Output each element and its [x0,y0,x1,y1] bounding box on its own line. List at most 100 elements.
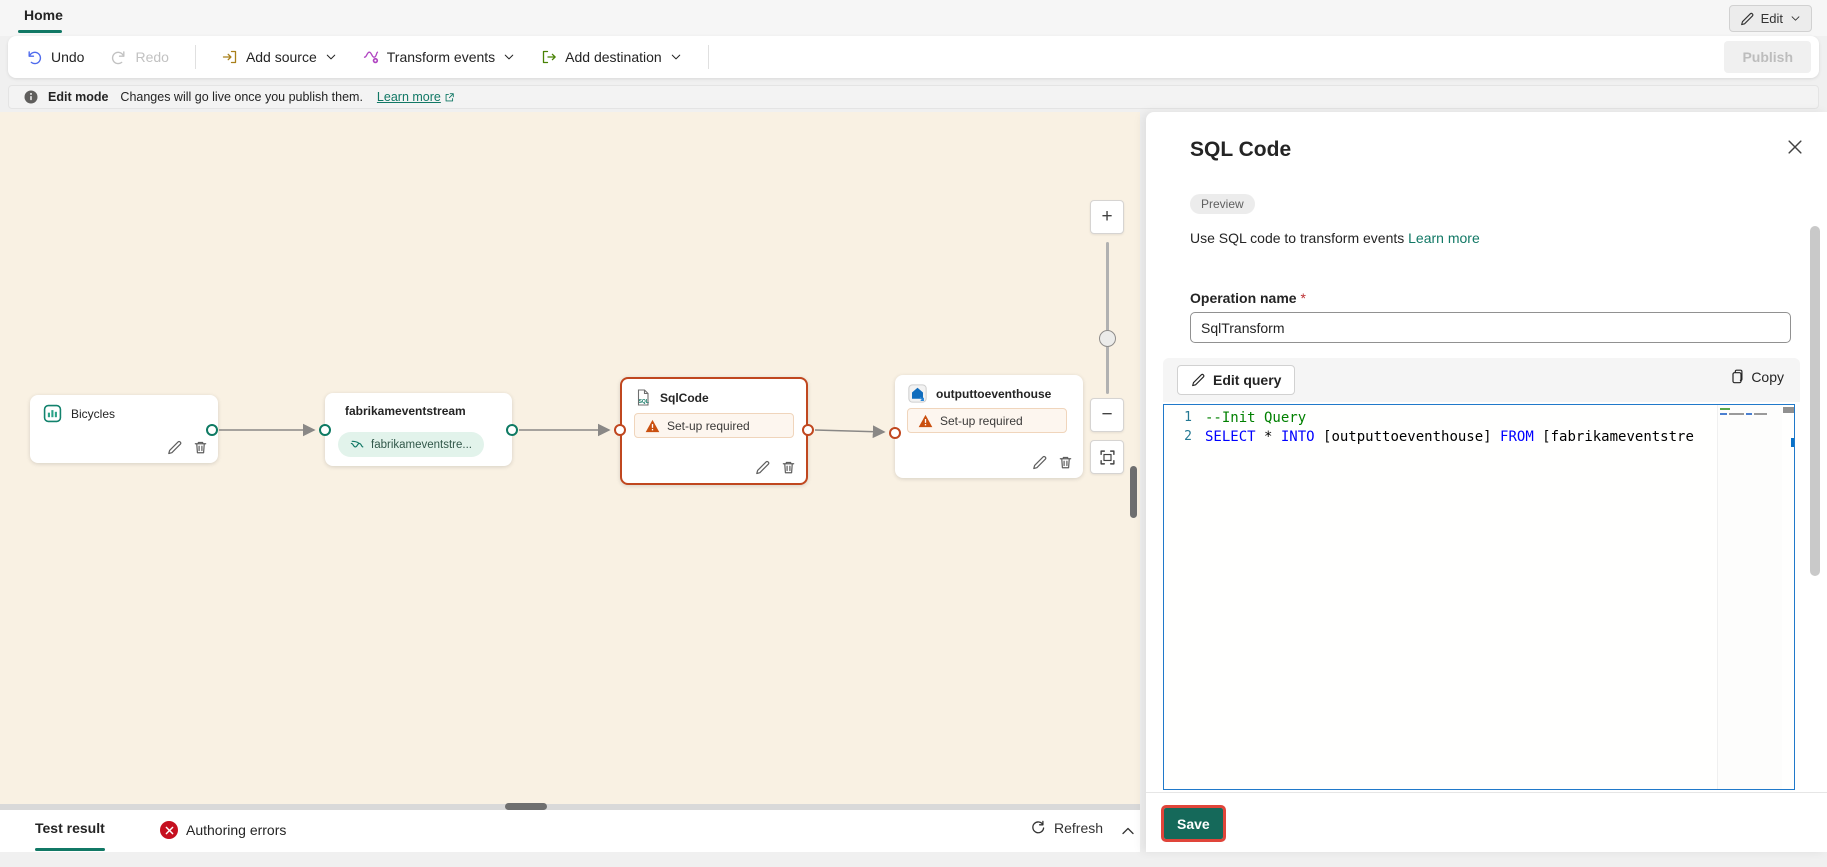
edit-node-icon[interactable] [755,460,770,475]
fit-to-screen-button[interactable] [1090,440,1124,474]
chevron-down-icon [325,51,337,63]
undo-icon [26,49,43,66]
add-source-icon [222,49,238,65]
pencil-icon [1191,373,1205,387]
edit-mode-banner: Edit mode Changes will go live once you … [8,85,1819,109]
setup-required-badge: Set-up required [907,408,1067,433]
fit-to-screen-icon [1099,449,1116,466]
save-button[interactable]: Save [1161,805,1226,842]
query-toolbar: Edit query Copy [1163,358,1800,402]
panel-scrollbar-thumb[interactable] [1810,226,1820,576]
line-number: 1 [1184,410,1192,425]
close-panel-icon[interactable] [1786,138,1804,156]
edit-mode-button[interactable]: Edit [1728,5,1812,32]
canvas-hscroll-track[interactable] [0,804,1140,810]
transform-events-icon [363,49,379,65]
toolbar-divider [707,45,709,69]
node-bicycles[interactable]: Bicycles [30,395,218,463]
learn-more-label: Learn more [376,90,441,104]
redo-label: Redo [135,49,169,65]
error-badge-icon [160,821,178,839]
add-source-button[interactable]: Add source [222,49,337,65]
edit-query-button[interactable]: Edit query [1177,365,1296,395]
add-destination-button[interactable]: Add destination [541,49,682,65]
tab-authoring-errors[interactable]: Authoring errors [186,822,287,838]
canvas-hscroll-thumb[interactable] [505,803,547,810]
port-eventstream-input[interactable] [319,424,331,436]
bar-chart-icon [43,404,62,423]
undo-label: Undo [51,49,85,65]
delete-node-icon[interactable] [1058,455,1073,470]
add-destination-icon [541,49,557,65]
port-sqlcode-output[interactable] [802,424,814,436]
zoom-slider-track[interactable] [1106,242,1109,394]
test-result-underline [35,848,105,851]
operation-name-input[interactable] [1190,312,1791,343]
redo-button[interactable]: Redo [110,49,169,66]
banner-message: Changes will go live once you publish th… [120,90,363,104]
node-outputtoeventhouse[interactable]: outputtoeventhouse Set-up required [895,375,1083,478]
zoom-slider-handle[interactable] [1099,330,1116,347]
zoom-out-button[interactable]: − [1090,398,1124,432]
code-line: --Init Query [1205,409,1307,426]
node-label: fabrikameventstream [345,404,466,418]
edit-query-label: Edit query [1213,372,1282,388]
copy-button[interactable]: Copy [1729,368,1784,385]
ribbon-toolbar: Undo Redo Add source Transform events Ad… [8,36,1819,78]
preview-badge: Preview [1190,194,1255,214]
sql-code-editor[interactable]: 1 --Init Query 2 SELECT * INTO [outputto… [1163,404,1795,790]
transform-events-button[interactable]: Transform events [363,49,515,65]
port-eventstream-output[interactable] [506,424,518,436]
description-text: Use SQL code to transform events [1190,230,1405,246]
undo-button[interactable]: Undo [26,49,84,66]
banner-learn-more-link[interactable]: Learn more [377,90,455,104]
edit-node-icon[interactable] [167,440,182,455]
tab-strip: Home Edit [0,0,1827,36]
setup-required-label: Set-up required [940,413,1023,428]
sql-file-icon: SQL [635,388,651,407]
node-sqlcode[interactable]: SQL SqlCode Set-up required [620,377,808,485]
tab-test-result[interactable]: Test result [35,820,105,836]
bottom-panel-bar: Test result Authoring errors Refresh [0,810,1140,852]
svg-text:SQL: SQL [639,399,649,405]
stream-pill[interactable]: fabrikameventstre... [338,432,484,457]
edit-node-icon[interactable] [1032,455,1047,470]
delete-node-icon[interactable] [781,460,796,475]
eventstream-canvas[interactable]: Bicycles fabrikameventstream fabrikameve… [0,112,1140,804]
tab-home[interactable]: Home [24,7,63,23]
external-link-icon [444,92,455,103]
redo-icon [110,49,127,66]
refresh-icon [1030,820,1046,836]
node-label: SqlCode [660,390,709,405]
tab-home-underline [18,30,62,33]
collapse-panel-chevron[interactable] [1120,823,1136,839]
panel-description: Use SQL code to transform events Learn m… [1190,230,1480,246]
info-icon [23,89,39,105]
edit-button-label: Edit [1760,11,1783,26]
setup-required-label: Set-up required [667,418,750,433]
minimap-slider[interactable] [1783,407,1794,413]
line-number: 2 [1184,429,1192,444]
canvas-vscroll-thumb[interactable] [1130,466,1137,518]
port-sqlcode-input[interactable] [614,424,626,436]
code-line: SELECT * INTO [outputtoeventhouse] FROM … [1205,428,1694,445]
toolbar-divider [194,45,196,69]
overview-ruler-mark [1791,438,1794,447]
publish-button[interactable]: Publish [1724,41,1811,73]
refresh-label: Refresh [1054,820,1104,836]
node-label: Bicycles [71,406,116,421]
zoom-in-button[interactable]: + [1090,200,1124,234]
delete-node-icon[interactable] [193,440,208,455]
panel-learn-more-link[interactable]: Learn more [1408,230,1480,246]
add-destination-label: Add destination [565,49,662,65]
port-bicycles-output[interactable] [206,424,218,436]
stream-pill-label: fabrikameventstre... [371,438,472,451]
chevron-down-icon [503,51,515,63]
port-eventhouse-input[interactable] [889,427,901,439]
eventstream-icon [350,438,364,452]
add-source-label: Add source [245,49,317,65]
sql-code-panel: SQL Code Preview Use SQL code to transfo… [1146,112,1827,852]
editor-minimap[interactable] [1717,405,1782,789]
refresh-button[interactable]: Refresh [1030,820,1103,836]
node-fabrikameventstream[interactable]: fabrikameventstream fabrikameventstre... [325,393,512,466]
